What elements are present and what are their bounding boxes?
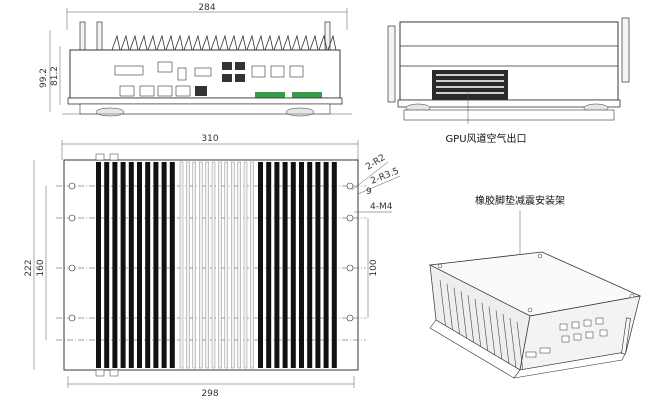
heatsink-fins-right	[258, 162, 337, 368]
fin	[224, 161, 229, 369]
small-dimension: 9	[366, 187, 372, 197]
fin	[128, 162, 134, 368]
top-view: 310 222 160	[24, 134, 401, 399]
fin	[112, 162, 118, 368]
bottom-width-dimension: 298	[201, 389, 218, 399]
fin	[230, 161, 235, 369]
front-height-dimension: 99.2	[39, 68, 49, 88]
front-inner-height-dimension: 81.2	[50, 66, 60, 86]
side-view: GPU风道空气出口	[387, 17, 630, 145]
fin	[169, 162, 175, 368]
front-width-dimension: 284	[198, 3, 215, 13]
fin	[243, 161, 248, 369]
fin	[315, 162, 321, 368]
fin	[179, 161, 184, 369]
fin	[153, 162, 159, 368]
fin	[137, 162, 142, 368]
iso-fin	[439, 279, 447, 331]
fin	[120, 162, 126, 368]
iso-fin	[502, 314, 510, 365]
fin	[211, 161, 216, 369]
front-view: 284 99.2 81.2	[39, 3, 352, 117]
iso-fin	[474, 298, 482, 350]
heatsink-fins-left	[96, 162, 175, 368]
iso-fin	[516, 321, 524, 372]
fin	[205, 161, 209, 369]
fin	[258, 162, 263, 368]
iso-heatsink-fins	[439, 279, 524, 372]
fin	[145, 162, 151, 368]
fin	[323, 162, 329, 368]
iso-fin	[467, 295, 475, 346]
fin	[192, 161, 197, 369]
fin	[274, 162, 280, 368]
fin	[186, 161, 190, 369]
heatsink-fins-center	[179, 161, 254, 369]
top-height-dimension: 222	[24, 259, 34, 276]
hole-spacing-dimension: 100	[369, 259, 379, 276]
fin	[282, 162, 288, 368]
fin	[218, 161, 222, 369]
top-inner-height-dimension: 160	[36, 259, 46, 276]
fin	[307, 162, 313, 368]
fin	[161, 162, 167, 368]
hole-note: 4-M4	[370, 202, 393, 212]
iso-fin	[453, 287, 461, 338]
rubber-mount-caption: 橡胶脚垫减震安装架	[475, 194, 565, 207]
fin	[96, 162, 101, 368]
iso-fin	[460, 291, 468, 342]
fin	[104, 162, 110, 368]
iso-fin	[495, 310, 503, 361]
iso-fin	[488, 306, 496, 357]
fin	[250, 161, 254, 369]
fin	[266, 162, 272, 368]
iso-fin	[446, 283, 454, 334]
fin	[198, 161, 203, 369]
fin	[237, 161, 241, 369]
top-width-dimension: 310	[201, 134, 218, 144]
radius-note-r2: 2-R2	[364, 153, 387, 173]
iso-view: 橡胶脚垫减震安装架	[428, 194, 642, 379]
iso-fin	[509, 317, 517, 369]
front-ports	[114, 61, 322, 98]
fin	[331, 162, 337, 368]
iso-fin	[481, 302, 489, 353]
fin	[290, 162, 296, 368]
fin	[299, 162, 304, 368]
gpu-air-outlet-caption: GPU风道空气出口	[445, 132, 526, 145]
